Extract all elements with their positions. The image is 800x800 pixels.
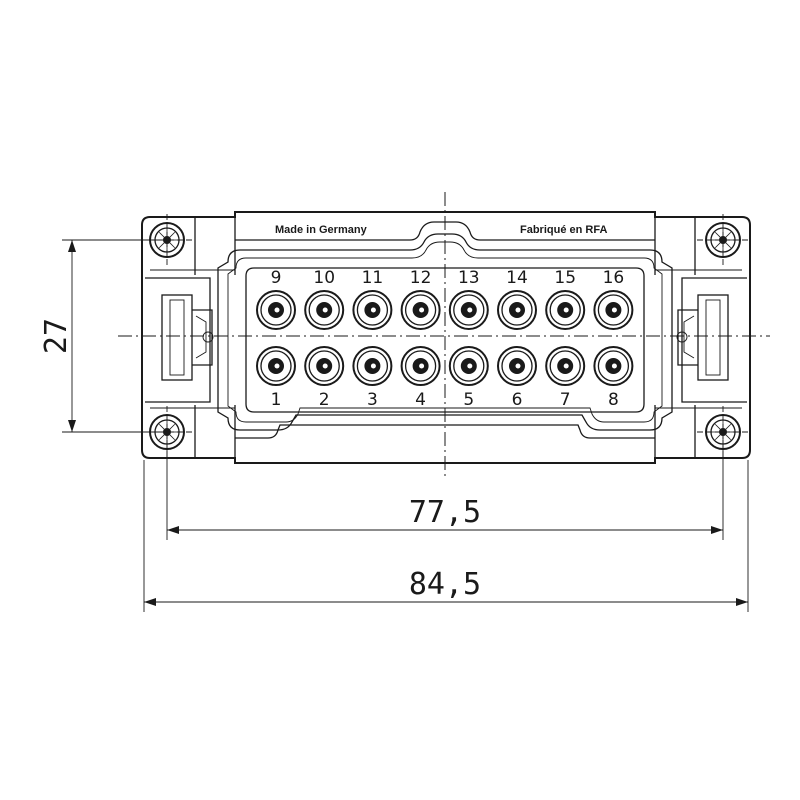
contact-pin-10: 10: [304, 268, 345, 330]
pin-label-6: 6: [512, 390, 523, 410]
contact-pin-5: 5: [448, 346, 489, 410]
marking-fabrique-en-rfa: Fabriqué en RFA: [520, 224, 607, 236]
contact-pin-3: 3: [352, 346, 393, 410]
dimension-height-label: 27: [39, 318, 74, 354]
dimension-inner-width-label: 77,5: [409, 495, 481, 530]
pin-label-10: 10: [313, 268, 335, 288]
insert-body: [217, 233, 673, 431]
contact-pin-6: 6: [497, 346, 537, 410]
pin-label-14: 14: [506, 268, 528, 288]
pin-label-11: 11: [362, 268, 384, 288]
marking-made-in-germany: Made in Germany: [275, 224, 368, 236]
contact-pin-9: 9: [256, 268, 296, 330]
pin-label-4: 4: [415, 390, 426, 410]
pin-label-3: 3: [367, 390, 378, 410]
contact-pin-16: 16: [593, 268, 634, 330]
contact-pin-13: 13: [448, 268, 489, 330]
contact-pin-14: 14: [497, 268, 537, 330]
pin-label-5: 5: [463, 390, 474, 410]
contact-pin-4: 4: [400, 346, 441, 410]
contact-pin-12: 12: [400, 268, 441, 330]
contact-pin-1: 1: [256, 346, 296, 410]
pin-label-7: 7: [560, 390, 571, 410]
contact-pin-7: 7: [545, 346, 586, 410]
contact-pin-2: 2: [304, 346, 345, 410]
dimension-height: 27: [39, 239, 160, 433]
contact-pin-15: 15: [545, 268, 586, 330]
screw-top-left: [141, 214, 193, 266]
pin-label-13: 13: [458, 268, 480, 288]
pin-label-8: 8: [608, 390, 619, 410]
center-lines: [118, 192, 770, 480]
pin-label-16: 16: [603, 268, 625, 288]
dimension-inner-width: 77,5: [166, 440, 724, 540]
connector-housing: [141, 211, 751, 464]
latch-right: [676, 294, 729, 381]
contact-pin-11: 11: [352, 268, 393, 330]
dimension-outer-width: 84,5: [143, 460, 749, 612]
latch-left: [161, 294, 214, 381]
dimension-outer-width-label: 84,5: [409, 567, 481, 602]
pin-label-1: 1: [271, 390, 282, 410]
pin-label-12: 12: [410, 268, 432, 288]
contact-pin-8: 8: [593, 346, 634, 410]
pin-label-9: 9: [271, 268, 282, 288]
screw-top-right: [697, 214, 749, 266]
pin-label-2: 2: [319, 390, 330, 410]
pin-label-15: 15: [554, 268, 576, 288]
